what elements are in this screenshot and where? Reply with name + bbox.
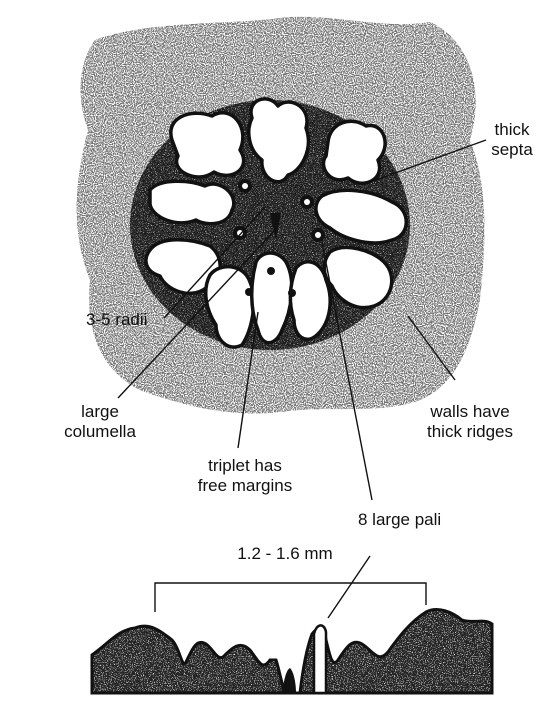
profile-columella [282, 668, 296, 693]
label-triplet: triplet has free margins [180, 456, 310, 496]
palus [288, 289, 296, 297]
label-dimension: 1.2 - 1.6 mm [200, 544, 370, 564]
label-thick-septa: thick septa [482, 120, 542, 160]
palus [267, 267, 275, 275]
label-columella: large columella [40, 402, 160, 442]
lobe-top-right [323, 121, 385, 183]
profile-palus [314, 625, 326, 693]
label-walls: walls have thick ridges [400, 402, 540, 442]
label-radii: 3-5 radii [86, 310, 147, 330]
dimension-bracket [155, 583, 426, 612]
lobe-top-left [171, 113, 244, 177]
leader-pali-profile [328, 556, 370, 618]
palus [245, 288, 253, 296]
label-pali: 8 large pali [358, 510, 441, 530]
lobe-left [150, 181, 234, 223]
corallite-profile [92, 610, 492, 693]
